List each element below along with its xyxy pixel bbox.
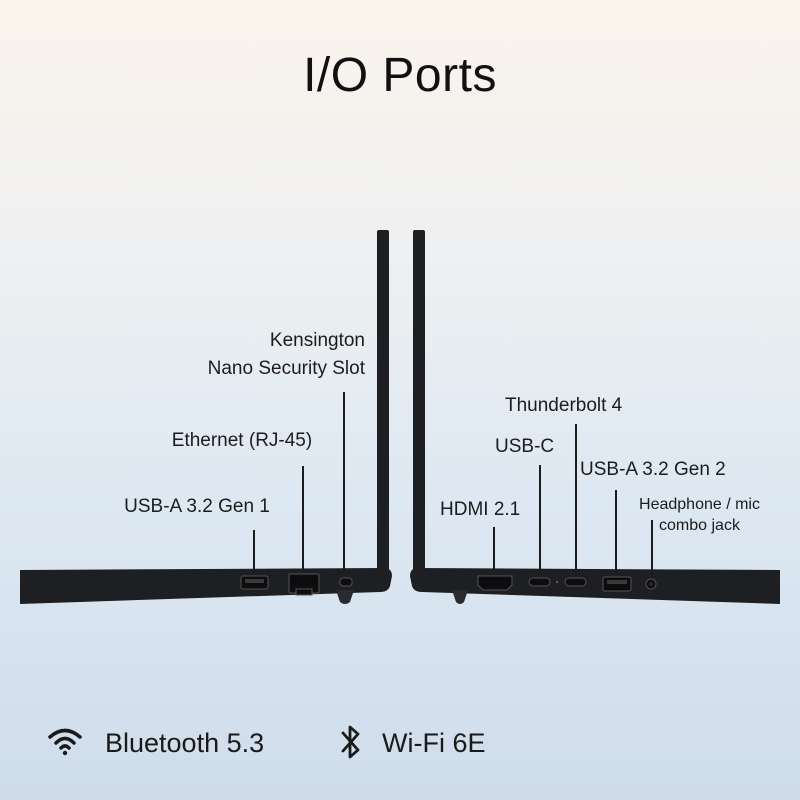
- label-kensington: Kensington Nano Security Slot: [207, 330, 365, 379]
- laptop-left-lid: [377, 230, 389, 587]
- kensington-slot: [339, 577, 353, 587]
- label-thunderbolt: Thunderbolt 4: [505, 395, 623, 416]
- hdmi-port: [477, 575, 513, 591]
- label-hdmi: HDMI 2.1: [440, 499, 521, 520]
- leader-usb-a-gen1: [253, 530, 255, 574]
- laptop-right-base: [410, 568, 780, 604]
- laptop-left-foot: [336, 590, 354, 604]
- usb-c-port: [528, 577, 551, 587]
- label-headphone: Headphone / mic combo jack: [639, 496, 760, 534]
- wifi-icon: [48, 728, 82, 756]
- leader-usb-a-gen2: [615, 490, 617, 575]
- thunderbolt-port: [564, 577, 587, 587]
- leader-hdmi: [493, 527, 495, 574]
- leader-ethernet: [302, 466, 304, 572]
- leader-headphone: [651, 520, 653, 577]
- leader-kensington: [343, 392, 345, 573]
- bluetooth-icon: [341, 725, 360, 759]
- label-usb-a-gen1: USB-A 3.2 Gen 1: [124, 496, 270, 517]
- leader-thunderbolt: [575, 424, 577, 576]
- page-title: I/O Ports: [303, 49, 497, 102]
- label-usb-c: USB-C: [495, 436, 555, 457]
- label-usb-a-gen2: USB-A 3.2 Gen 2: [580, 459, 726, 480]
- laptop-right-lid: [413, 230, 425, 587]
- feature-label-2: Wi-Fi 6E: [382, 728, 486, 758]
- laptop-right-foot: [452, 590, 468, 604]
- feature-label-1: Bluetooth 5.3: [105, 728, 265, 758]
- leader-usb-c: [539, 465, 541, 576]
- label-ethernet: Ethernet (RJ-45): [171, 430, 313, 451]
